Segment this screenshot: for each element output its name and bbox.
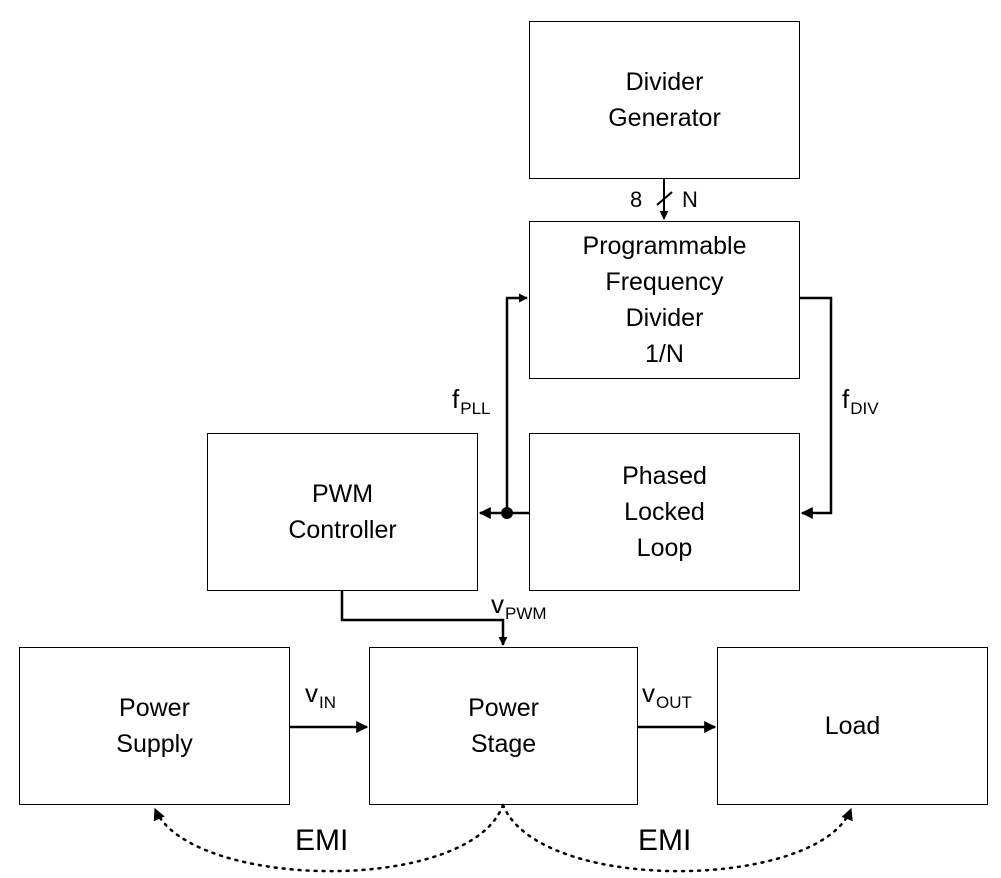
f-div-label: fDIV	[842, 386, 879, 417]
f-pll-sub: PLL	[460, 398, 491, 418]
v-pwm-main: v	[491, 589, 504, 619]
fdiv-wire	[800, 296, 833, 519]
v-pwm-sub: PWM	[505, 603, 547, 623]
v-in-sub: IN	[319, 692, 336, 712]
fpll-wire	[505, 293, 528, 513]
v-out-sub: OUT	[656, 692, 692, 712]
emi-right-label: EMI	[638, 824, 692, 857]
load-label: Load	[824, 712, 881, 740]
power-supply-label: Power Supply	[116, 694, 193, 758]
junction-dot	[501, 507, 513, 519]
power-stage-block: Power Stage	[369, 647, 638, 805]
bus-slash	[656, 191, 673, 206]
divider-generator-label: Divider Generator	[608, 68, 721, 132]
f-div-main: f	[842, 384, 850, 414]
programmable-frequency-divider-block: Programmable Frequency Divider 1/N	[529, 221, 800, 379]
programmable-frequency-divider-label: Programmable Frequency Divider 1/N	[582, 232, 747, 368]
divider-generator-block: Divider Generator	[529, 21, 800, 179]
vpwm-wire	[340, 591, 508, 646]
emi-left-arc	[153, 803, 505, 873]
pll-block: Phased Locked Loop	[529, 433, 800, 591]
f-div-sub: DIV	[850, 398, 879, 418]
v-in-main: v	[305, 678, 318, 708]
power-supply-block: Power Supply	[19, 647, 290, 805]
emi-right-arc	[501, 803, 853, 873]
pwm-controller-block: PWM Controller	[207, 433, 478, 591]
f-pll-main: f	[452, 384, 460, 414]
emi-left-label: EMI	[295, 824, 349, 857]
pll-label: Phased Locked Loop	[622, 462, 707, 562]
bus-name-label: N	[682, 187, 698, 212]
pwm-controller-label: PWM Controller	[288, 480, 397, 544]
load-block: Load	[717, 647, 988, 805]
power-stage-label: Power Stage	[468, 694, 539, 758]
v-in-label: vIN	[305, 680, 336, 711]
f-pll-label: fPLL	[452, 386, 490, 417]
v-out-main: v	[642, 678, 655, 708]
bus-width-label: 8	[630, 187, 643, 212]
v-pwm-label: vPWM	[491, 591, 547, 622]
v-out-label: vOUT	[642, 680, 692, 711]
